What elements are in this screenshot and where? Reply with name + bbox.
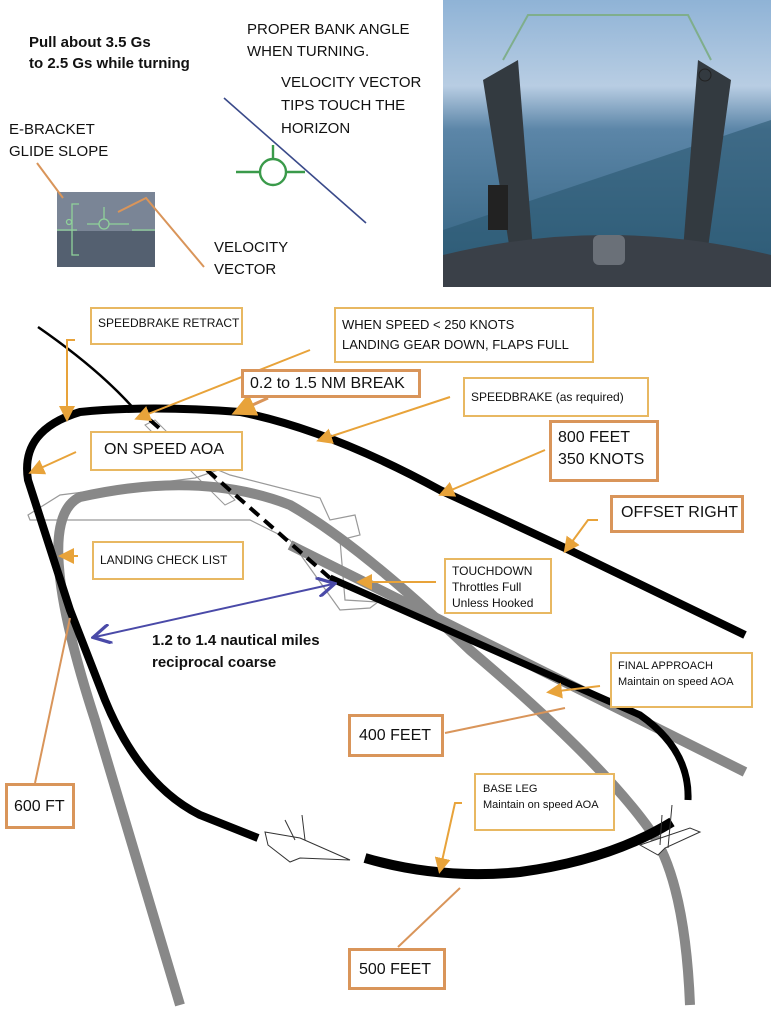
- ebracket-label-1: E-BRACKET: [9, 121, 95, 138]
- final-altitude-label: 400 FEET: [348, 714, 444, 757]
- gear-line1: WHEN SPEED < 250 KNOTS: [342, 317, 515, 332]
- base-leg-label: BASE LEG Maintain on speed AOA: [474, 773, 615, 831]
- tip-label-3: HORIZON: [281, 120, 351, 137]
- speedbrake-required-label: SPEEDBRAKE (as required): [463, 377, 649, 417]
- horizon-line: [223, 97, 367, 224]
- downwind-altitude-speed-label: 800 FEET 350 KNOTS: [549, 420, 659, 482]
- final-approach-label: FINAL APPROACH Maintain on speed AOA: [610, 652, 753, 708]
- offset-right-label: OFFSET RIGHT: [610, 495, 744, 533]
- tip-label-1: VELOCITY VECTOR: [281, 74, 422, 91]
- vv-leader: [117, 196, 205, 268]
- final-line1: FINAL APPROACH: [618, 660, 713, 672]
- break-distance-label: 0.2 to 1.5 NM BREAK: [241, 369, 421, 398]
- gear-line2: LANDING GEAR DOWN, FLAPS FULL: [342, 337, 569, 352]
- vv-label-1: VELOCITY: [214, 239, 289, 256]
- abeam-altitude-label: 600 FT: [5, 783, 75, 829]
- base-track: [363, 817, 675, 880]
- distance-label-2: reciprocal coarse: [152, 654, 277, 671]
- alt800-text: 800 FEET: [558, 429, 631, 446]
- ebracket-label-2: GLIDE SLOPE: [9, 143, 109, 160]
- td-line1: TOUCHDOWN: [452, 564, 533, 578]
- g-note-line2: to 2.5 Gs while turning: [29, 55, 190, 72]
- aircraft-base-icon: [264, 814, 351, 863]
- kts350-text: 350 KNOTS: [558, 451, 645, 468]
- hud-ebracket-image: [57, 192, 155, 267]
- on-speed-aoa-label: ON SPEED AOA: [90, 431, 243, 471]
- distance-arrow: [95, 584, 333, 637]
- entry-track: [37, 325, 136, 411]
- tip-label-2: TIPS TOUCH THE: [281, 97, 406, 114]
- td-line3: Unless Hooked: [452, 596, 534, 610]
- final-line2: Maintain on speed AOA: [618, 676, 734, 688]
- vv-label-2: VECTOR: [214, 261, 277, 278]
- td-line2: Throttles Full: [452, 580, 522, 594]
- landing-checklist-label: LANDING CHECK LIST: [92, 541, 244, 580]
- leader-lines: [28, 339, 601, 948]
- touchdown-label: TOUCHDOWN Throttles Full Unless Hooked: [444, 558, 552, 614]
- cockpit-canopy-frame: [443, 14, 771, 287]
- bank-label-1: PROPER BANK ANGLE: [247, 21, 410, 38]
- hud-symbology: [57, 203, 155, 256]
- base-line1: BASE LEG: [483, 783, 538, 795]
- base-altitude-label: 500 FEET: [348, 948, 446, 990]
- speedbrake-retract-label: SPEEDBRAKE RETRACT: [90, 307, 243, 345]
- gear-flaps-label: WHEN SPEED < 250 KNOTS LANDING GEAR DOWN…: [334, 307, 594, 363]
- cockpit-view-image: [443, 0, 771, 287]
- ebracket-leader: [36, 162, 64, 199]
- distance-label-1: 1.2 to 1.4 nautical miles: [152, 632, 320, 649]
- g-note-line1: Pull about 3.5 Gs: [29, 34, 151, 51]
- bank-label-2: WHEN TURNING.: [247, 43, 370, 60]
- velocity-vector-icon: [236, 145, 305, 187]
- final-track: [328, 574, 692, 801]
- aircraft-final-icon: [638, 804, 702, 856]
- base-line2: Maintain on speed AOA: [483, 799, 599, 811]
